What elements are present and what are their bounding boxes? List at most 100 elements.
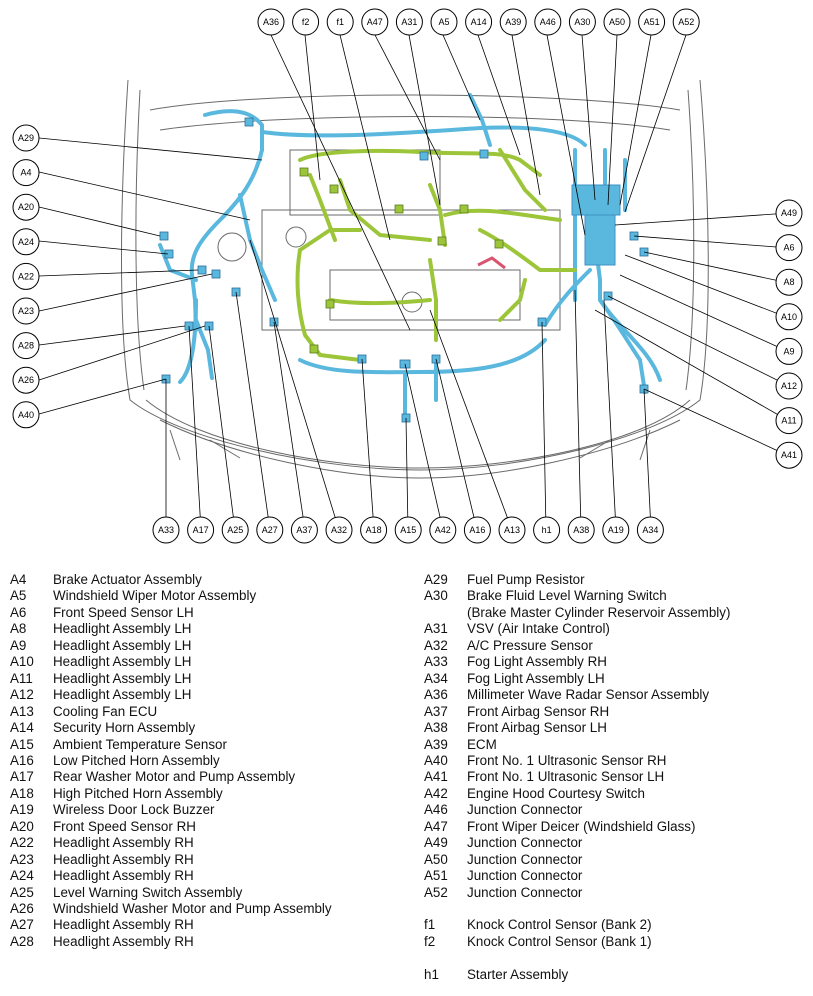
callout-a27: A27 [256, 516, 284, 544]
callout-circle [290, 516, 318, 544]
callout-circle [775, 234, 803, 262]
callout-circle [12, 193, 40, 221]
callout-circle [187, 516, 215, 544]
legend-code: f1 [424, 917, 436, 933]
legend-code: A12 [10, 687, 34, 703]
callout-label: A10 [781, 312, 797, 322]
callout-f1: f1 [326, 8, 354, 36]
callout-circle [429, 516, 457, 544]
callout-label: f1 [336, 17, 344, 27]
legend-name: Knock Control Sensor (Bank 1) [467, 933, 652, 949]
legend-name: Fog Light Assembly LH [467, 670, 605, 686]
callout-circle [638, 8, 666, 36]
callout-circle [775, 268, 803, 296]
callout-label: A15 [400, 525, 416, 535]
legend-name: High Pitched Horn Assembly [53, 785, 223, 801]
legend-name: VSV (Air Intake Control) [467, 621, 610, 637]
callout-a24: A24 [12, 228, 40, 256]
callout-label: A22 [18, 271, 34, 281]
legend-name: Level Warning Switch Assembly [53, 884, 243, 900]
callout-circle [499, 8, 527, 36]
callout-circle [775, 337, 803, 365]
callout-circle [394, 516, 422, 544]
callout-circle [12, 401, 40, 429]
callout-circle [326, 8, 354, 36]
callout-a37: A37 [290, 516, 318, 544]
callout-circle [12, 228, 40, 256]
callout-circle [12, 159, 40, 187]
callout-label: A12 [781, 381, 797, 391]
legend-code: A11 [10, 670, 33, 686]
callout-label: A31 [401, 17, 417, 27]
legend-code: A17 [10, 769, 34, 785]
callout-a26: A26 [12, 366, 40, 394]
callout-label: A14 [471, 17, 487, 27]
legend-code: A40 [424, 752, 448, 768]
callout-circle [12, 297, 40, 325]
callout-label: A13 [504, 525, 520, 535]
legend-code: f2 [424, 933, 436, 949]
legend-name: Junction Connector [467, 851, 583, 867]
callout-a47: A47 [361, 8, 389, 36]
callout-a22: A22 [12, 262, 40, 290]
callout-circle [12, 366, 40, 394]
callout-a33: A33 [152, 516, 180, 544]
legend-code: A47 [424, 818, 448, 834]
callout-a10: A10 [775, 303, 803, 331]
callout-a6: A6 [775, 234, 803, 262]
legend-code: A49 [424, 835, 448, 851]
legend-name: Fuel Pump Resistor [467, 572, 585, 587]
legend-code: A8 [10, 621, 27, 637]
callout-circle [672, 8, 700, 36]
callout-label: A5 [438, 17, 449, 27]
callout-a36: A36 [257, 8, 285, 36]
legend-name: Front Airbag Sensor RH [467, 703, 610, 719]
callout-circle [636, 516, 664, 544]
callout-label: A36 [263, 17, 279, 27]
callout-circle [361, 8, 389, 36]
legend-name: Ambient Temperature Sensor [53, 736, 227, 752]
legend-code: A18 [10, 785, 34, 801]
callout-label: A47 [367, 17, 383, 27]
callout-circle [775, 303, 803, 331]
callout-a20: A20 [12, 193, 40, 221]
callout-a11: A11 [775, 407, 803, 435]
callout-circle [325, 516, 353, 544]
legend-name: Front Airbag Sensor LH [467, 720, 607, 736]
legend-code: A32 [424, 637, 448, 653]
callout-circle [12, 262, 40, 290]
callout-a46: A46 [534, 8, 562, 36]
callout-a28: A28 [12, 332, 40, 360]
callout-label: A37 [296, 525, 312, 535]
callout-circle [568, 8, 596, 36]
legend-name: Headlight Assembly LH [53, 621, 192, 637]
callout-label: A41 [781, 450, 797, 460]
legend-code: A36 [424, 687, 448, 703]
legend-code: A6 [10, 604, 27, 620]
callout-a5: A5 [430, 8, 458, 36]
callout-a51: A51 [638, 8, 666, 36]
callout-circle [152, 516, 180, 544]
callout-a40: A40 [12, 401, 40, 429]
junction-block-lower [584, 214, 616, 266]
legend-name: Front Wiper Deicer (Windshield Glass) [467, 818, 696, 834]
legend-code: A31 [424, 621, 448, 637]
callout-a16: A16 [463, 516, 491, 544]
callout-a25: A25 [221, 516, 249, 544]
legend-code: A5 [10, 588, 27, 604]
callout-label: A38 [573, 525, 589, 535]
legend-code: A15 [10, 736, 34, 752]
callout-circle [602, 516, 630, 544]
callout-label: A8 [783, 277, 794, 287]
callout-circle [603, 8, 631, 36]
callout-label: A27 [262, 525, 278, 535]
legend-code: A25 [10, 884, 34, 900]
callout-label: A49 [781, 208, 797, 218]
legend-name: Brake Fluid Level Warning Switch [467, 588, 667, 604]
callout-label: A16 [469, 525, 485, 535]
callout-a17: A17 [187, 516, 215, 544]
green-wire-harness [295, 148, 577, 362]
callout-a49: A49 [775, 199, 803, 227]
